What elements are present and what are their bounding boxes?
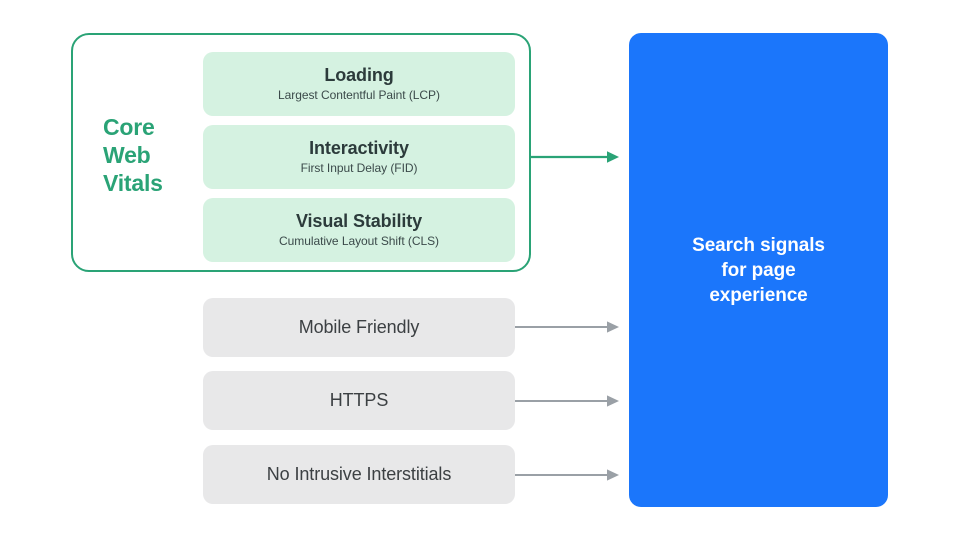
signal-label-https: HTTPS: [329, 390, 389, 410]
arrow-core-web-vitals-to-destination: [529, 148, 621, 166]
search-signals-panel[interactable]: Search signals for page experience: [629, 33, 888, 507]
signal-card-https[interactable]: HTTPS: [203, 371, 515, 430]
search-signals-panel-text: Search signals for page experience: [692, 234, 825, 306]
signal-label-no-intrusive-interstitials: No Intrusive Interstitials: [266, 464, 452, 484]
metric-title-visual-stability: Visual Stability: [295, 211, 423, 231]
metric-card-interactivity[interactable]: Interactivity First Input Delay (FID): [203, 125, 515, 189]
metric-subtitle-interactivity: First Input Delay (FID): [300, 161, 418, 175]
metric-title-interactivity: Interactivity: [309, 138, 409, 158]
signal-card-no-intrusive-interstitials[interactable]: No Intrusive Interstitials: [203, 445, 515, 504]
arrow-no-intrusive-interstitials-to-destination: [515, 466, 621, 484]
core-web-vitals-group-label: Core Web Vitals: [103, 114, 163, 196]
metric-card-visual-stability[interactable]: Visual Stability Cumulative Layout Shift…: [203, 198, 515, 262]
arrow-https-to-destination: [515, 392, 621, 410]
metric-card-loading[interactable]: Loading Largest Contentful Paint (LCP): [203, 52, 515, 116]
metric-subtitle-loading: Largest Contentful Paint (LCP): [278, 88, 440, 102]
metric-title-loading: Loading: [324, 65, 394, 85]
signal-label-mobile-friendly: Mobile Friendly: [298, 317, 420, 337]
arrow-mobile-friendly-to-destination: [515, 318, 621, 336]
metric-subtitle-visual-stability: Cumulative Layout Shift (CLS): [279, 234, 439, 248]
signal-card-mobile-friendly[interactable]: Mobile Friendly: [203, 298, 515, 357]
